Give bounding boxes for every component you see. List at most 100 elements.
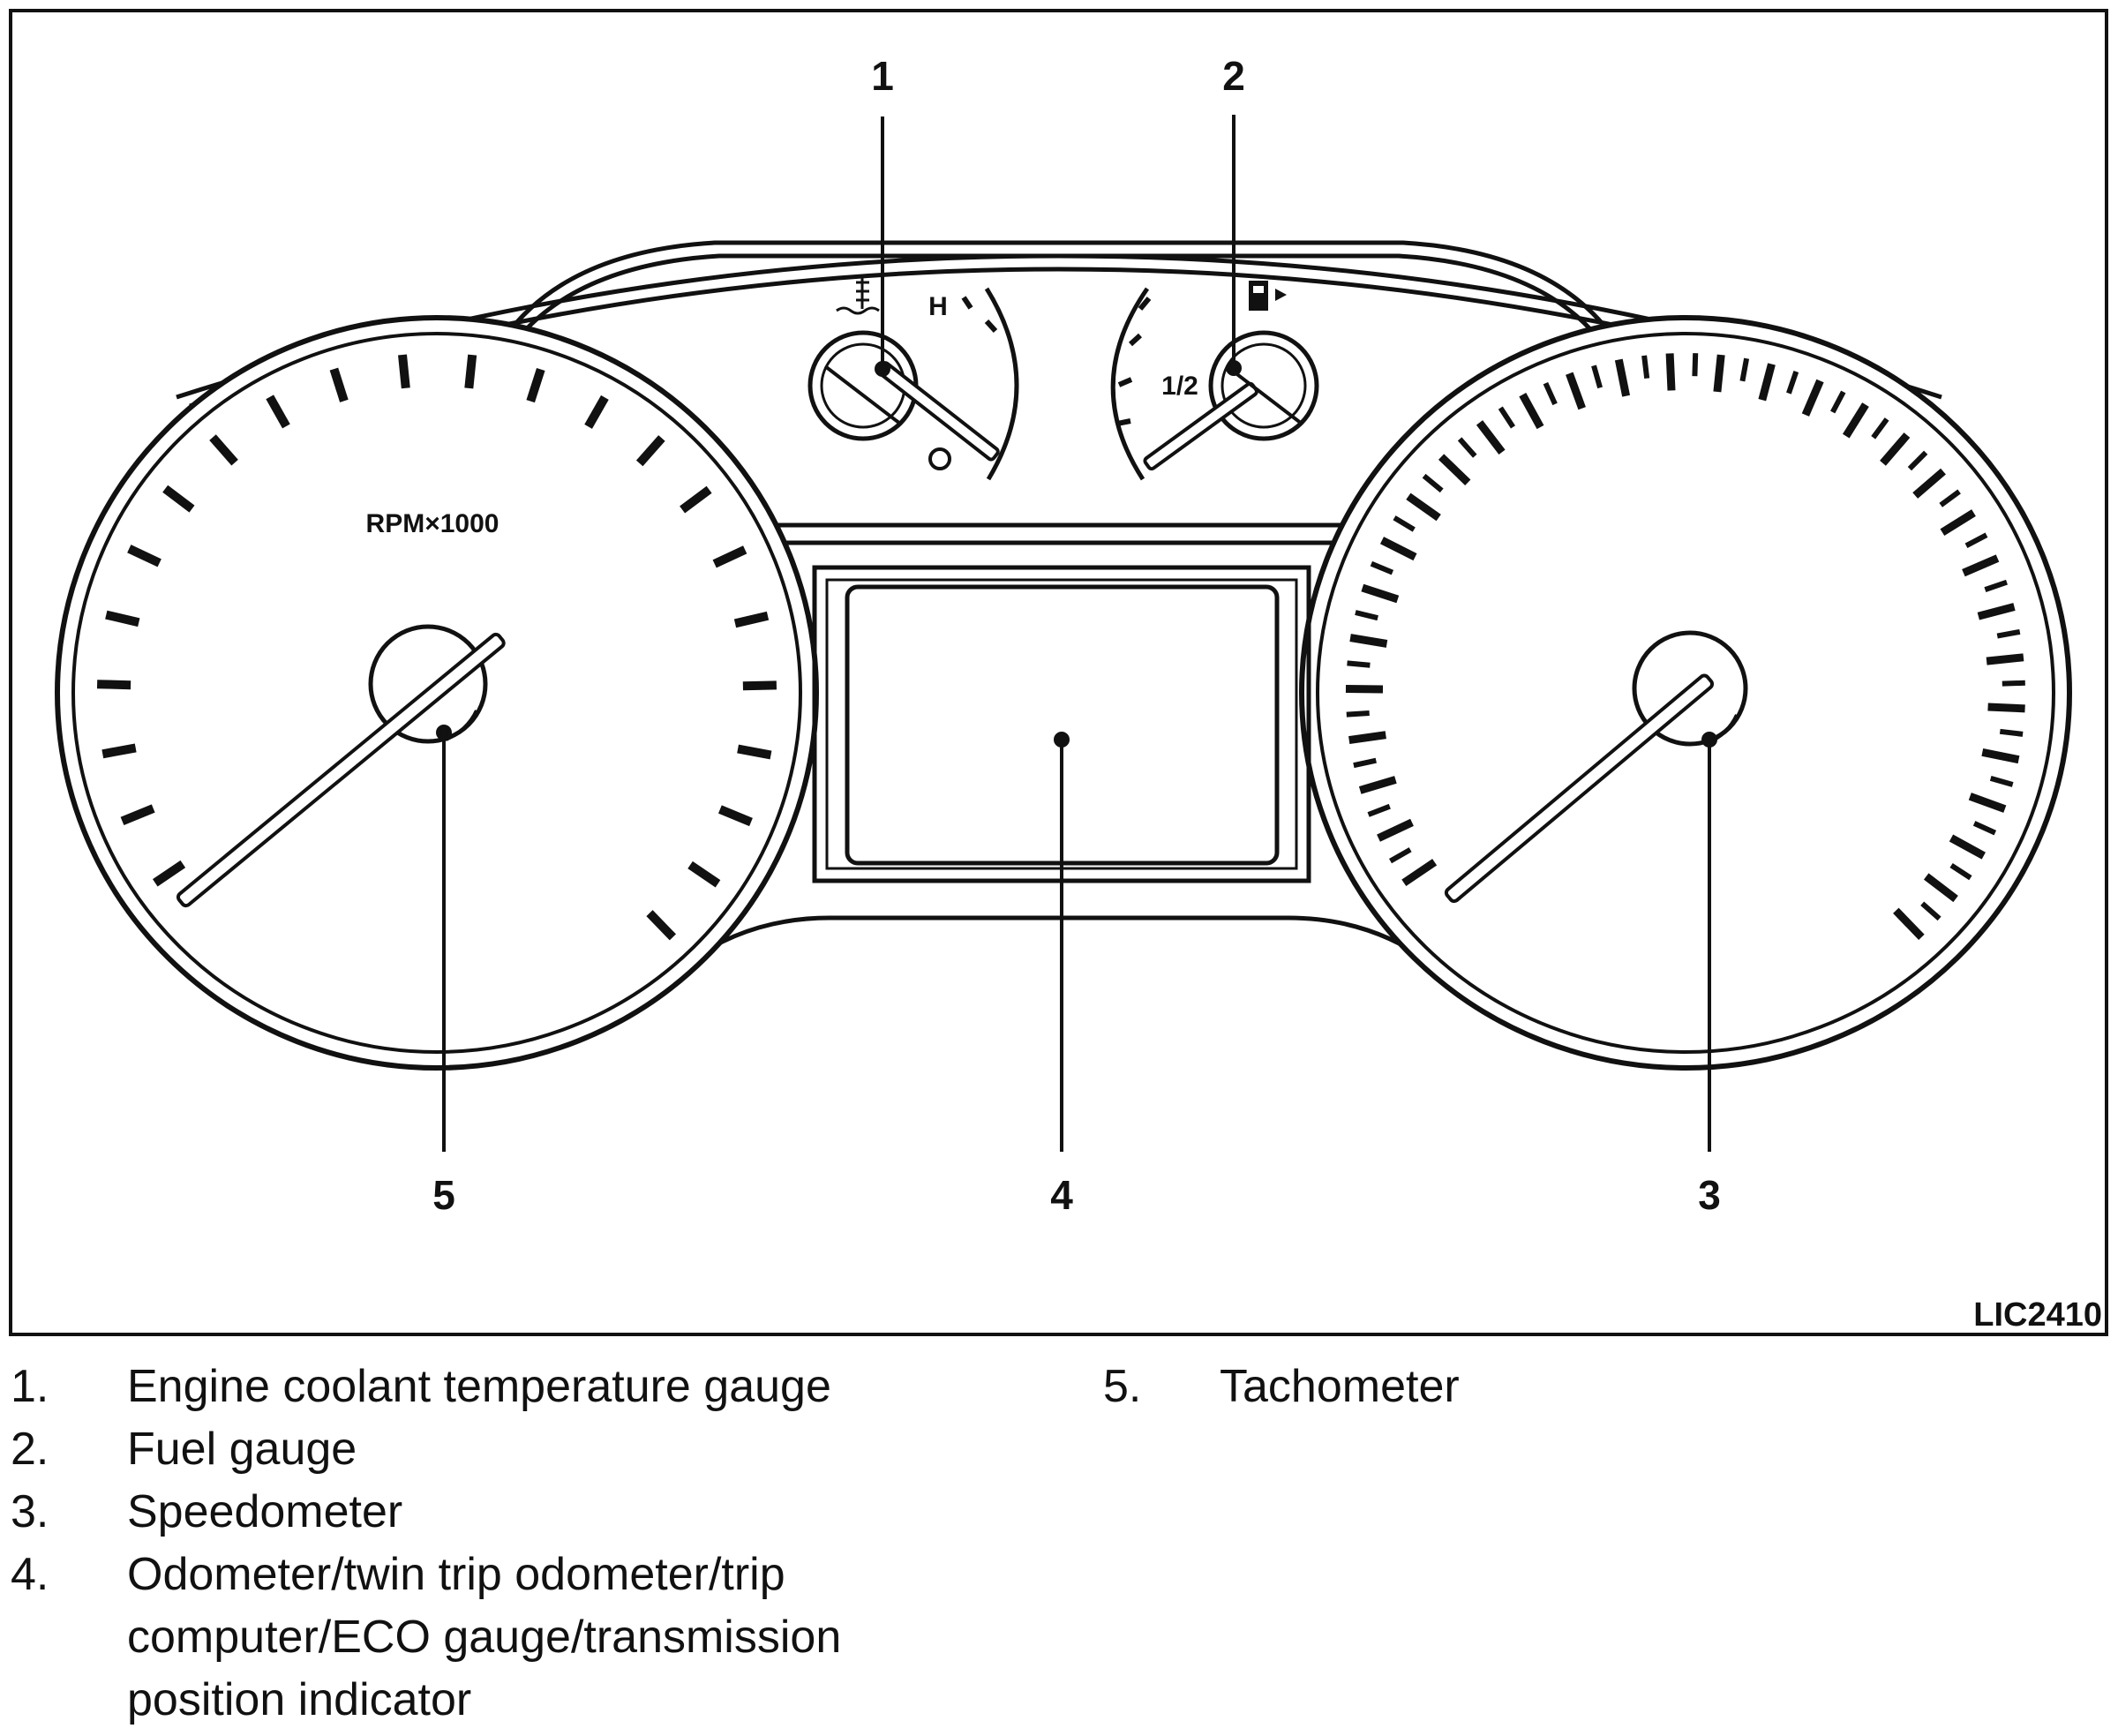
- gauge-tick: [737, 744, 772, 760]
- leader-dot-2: [1226, 360, 1242, 376]
- gauge-tick: [1543, 381, 1558, 406]
- legend-item: 1. Engine coolant temperature gauge: [11, 1356, 948, 1418]
- gauge-tick: [1981, 748, 2020, 764]
- gauge-tick: [1920, 901, 1942, 921]
- gauge-tick: [1893, 907, 1925, 941]
- callout-4: 4: [1050, 1172, 1073, 1218]
- leader-dot-1: [875, 361, 890, 377]
- gauge-tick: [1989, 776, 2014, 787]
- gauge-tick: [1377, 818, 1414, 842]
- gauge-tick: [1641, 355, 1650, 380]
- gauge-tick: [1739, 357, 1750, 382]
- callout-1: 1: [871, 53, 894, 99]
- gauge-tick: [1349, 634, 1388, 648]
- gauge-tick: [1962, 554, 2000, 577]
- legend-item-text: Tachometer: [1220, 1361, 1460, 1412]
- tachometer: RPM×1000: [55, 315, 819, 1071]
- leader-dot-5: [436, 725, 452, 740]
- legend-item: 4. Odometer/twin trip odometer/trip comp…: [11, 1544, 948, 1732]
- gauge-tick: [1422, 473, 1444, 493]
- temp-scale-tick: [961, 296, 973, 310]
- fuel-hub-inner-ring: [1220, 342, 1307, 429]
- gauge-tick: [1968, 793, 2007, 813]
- legend-item-text: Engine coolant temperature gauge: [127, 1361, 831, 1412]
- gauge-tick: [1347, 660, 1371, 668]
- speedo-tick-marks: [1345, 353, 2025, 941]
- fuel-pump-icon: [1249, 281, 1287, 311]
- temp-cold-mark: [928, 447, 951, 470]
- gauge-tick: [1370, 560, 1394, 575]
- gauge-tick: [105, 610, 140, 628]
- gauge-tick: [733, 611, 770, 628]
- gauge-tick: [717, 805, 753, 827]
- legend-column-left: 1. Engine coolant temperature gauge 2. F…: [11, 1356, 948, 1732]
- fuel-scale-tick: [1117, 377, 1133, 387]
- fuel-half-label: 1/2: [1161, 372, 1198, 401]
- gauge-tick: [1457, 437, 1477, 458]
- gauge-tick: [1801, 379, 1824, 417]
- tach-needle: [176, 632, 506, 908]
- fuel-gauge: 1/2: [1110, 281, 1319, 481]
- gauge-tick: [1379, 537, 1417, 561]
- gauge-tick: [96, 680, 131, 690]
- gauge-tick: [1406, 492, 1441, 522]
- gauge-tick: [1401, 859, 1438, 887]
- legend-item-text: Speedometer: [127, 1486, 403, 1537]
- gauge-tick: [1986, 653, 2024, 665]
- gauge-tick: [1786, 371, 1799, 395]
- gauge-tick: [120, 804, 155, 826]
- gauge-tick: [1346, 710, 1370, 718]
- speedo-inner-ring: [1316, 332, 2055, 1054]
- fuel-hub-diagonal: [1225, 364, 1303, 425]
- coolant-temperature-icon: [836, 278, 880, 315]
- gauge-tick: [1977, 603, 2016, 620]
- gauge-tick: [1519, 393, 1544, 430]
- temp-hot-label: H: [928, 292, 948, 321]
- gauge-tick: [1939, 489, 1961, 507]
- legend-item-number: 1.: [11, 1361, 49, 1412]
- fuel-gauge-hub: [1208, 330, 1319, 441]
- legend-item: 5. Tachometer: [1103, 1356, 2040, 1418]
- gauge-tick: [1964, 532, 1988, 548]
- gauge-tick: [398, 354, 410, 389]
- gauge-tick: [1566, 372, 1586, 410]
- gauge-tick: [646, 910, 676, 941]
- coolant-temperature-gauge: H: [807, 278, 1019, 481]
- gauge-tick: [1393, 515, 1416, 532]
- speedometer: [1299, 315, 2072, 1071]
- gauge-tick: [101, 743, 137, 759]
- gauge-tick: [1907, 450, 1928, 471]
- figure-code: LIC2410: [1973, 1296, 2102, 1334]
- gauge-tick: [1591, 364, 1603, 389]
- tach-tick-marks: [96, 354, 777, 941]
- gauge-tick: [1923, 873, 1958, 903]
- gauge-tick: [1498, 406, 1516, 429]
- gauge-tick: [1949, 834, 1986, 860]
- gauge-tick: [1353, 757, 1377, 769]
- gauge-tick: [687, 860, 721, 888]
- gauge-tick: [1830, 390, 1846, 414]
- gauge-tick: [1871, 417, 1889, 440]
- gauge-tick: [1987, 703, 2025, 713]
- tach-inner-ring: [71, 332, 802, 1054]
- gauge-tick: [127, 545, 161, 567]
- gauge-tick: [209, 434, 238, 466]
- legend-item-number: 3.: [11, 1486, 49, 1537]
- legend-item-number: 2.: [11, 1424, 49, 1475]
- gauge-tick: [464, 354, 477, 389]
- gauge-tick: [1984, 579, 2008, 592]
- legend-item-text: Fuel gauge: [127, 1424, 357, 1475]
- fuel-scale-arc: [1110, 287, 1150, 481]
- callout-leader-lines: [436, 115, 1717, 1152]
- callout-3: 3: [1698, 1172, 1721, 1218]
- gauge-tick: [1389, 847, 1412, 864]
- leader-dot-4: [1054, 732, 1070, 748]
- gauge-tick: [1361, 583, 1400, 604]
- callout-5: 5: [432, 1172, 455, 1218]
- gauge-tick: [1880, 432, 1911, 466]
- gauge-tick: [1438, 454, 1471, 485]
- gauge-tick: [162, 485, 195, 513]
- gauge-tick: [1692, 353, 1699, 377]
- gauge-tick: [1842, 402, 1869, 439]
- legend-column-right: 5. Tachometer: [1103, 1356, 2040, 1418]
